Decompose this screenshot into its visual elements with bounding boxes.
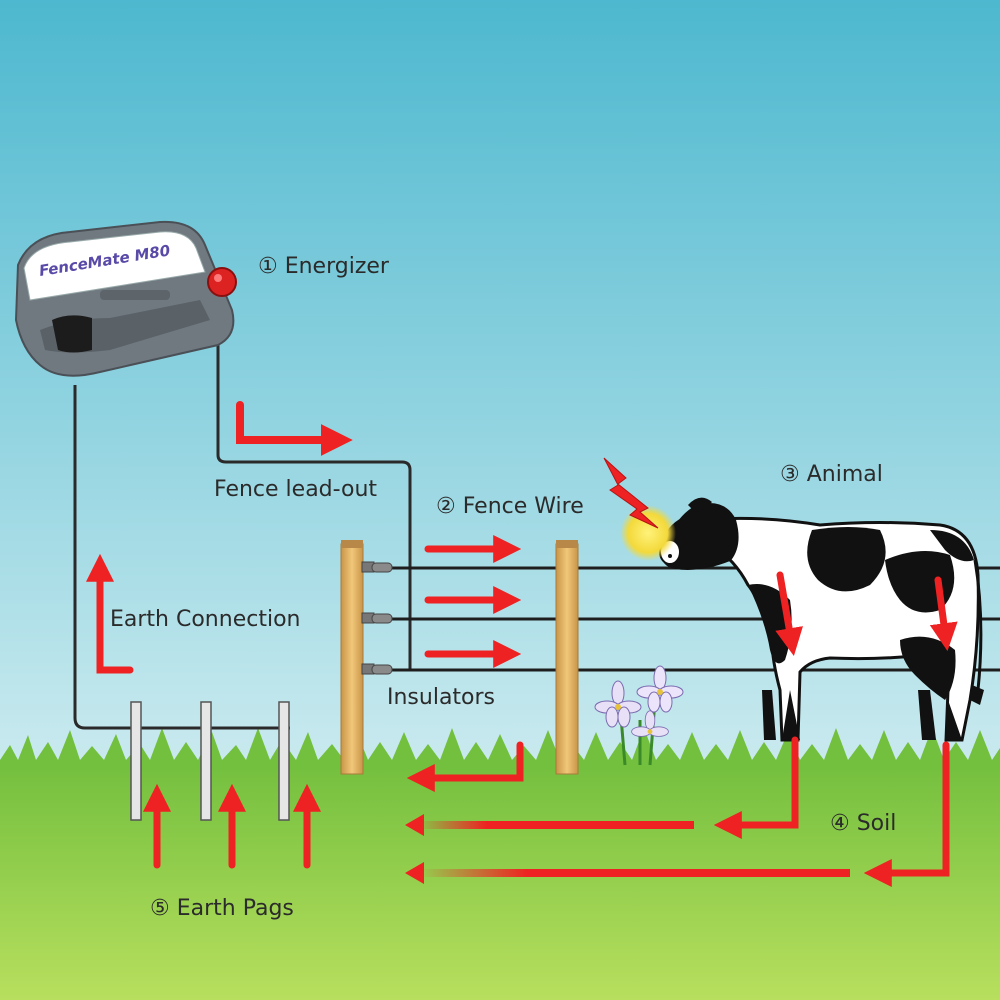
earth-connection-wire (73, 385, 290, 730)
label-fence-lead-out: Fence lead-out (214, 477, 378, 502)
flowers (594, 665, 684, 766)
grass-ground (0, 728, 1000, 1000)
soil-return-arrows (405, 814, 850, 884)
lightning-bolt-icon (603, 457, 659, 529)
earth-pegs (130, 701, 290, 821)
arrow-earth-connection (86, 553, 134, 674)
label-energizer: ① Energizer (258, 254, 389, 279)
flower (636, 665, 684, 713)
arrow-cow-leg-front (775, 571, 803, 657)
insulators (361, 561, 393, 675)
label-animal: ③ Animal (780, 462, 883, 487)
earth-peg (200, 701, 212, 821)
label-soil: ④ Soil (830, 811, 897, 836)
fence-post (340, 543, 364, 775)
earth-peg (130, 701, 142, 821)
label-earth-pegs: ⑤ Earth Pags (150, 896, 294, 921)
label-fence-wire: ② Fence Wire (436, 494, 584, 519)
arrow-soil-return (405, 814, 424, 836)
flower (594, 680, 642, 728)
energizer-terminal-button (207, 267, 237, 297)
arrow-cow-leg-back (929, 576, 958, 652)
label-insulators: Insulators (387, 685, 496, 710)
fence-lead-out-wire (216, 300, 412, 670)
earth-peg (278, 701, 290, 821)
label-earth-connection: Earth Connection (110, 607, 301, 632)
arrow-lead-out (236, 401, 353, 456)
arrow-post-return (406, 741, 524, 792)
flower (631, 710, 669, 737)
current-flow-arrows (86, 401, 958, 887)
fence-posts (340, 540, 579, 775)
shock-glow (620, 505, 676, 561)
energizer-device: FenceMate M80 (14, 220, 237, 377)
fence-post (555, 543, 579, 775)
arrow-soil-return (405, 862, 424, 884)
cow-animal (659, 497, 984, 742)
